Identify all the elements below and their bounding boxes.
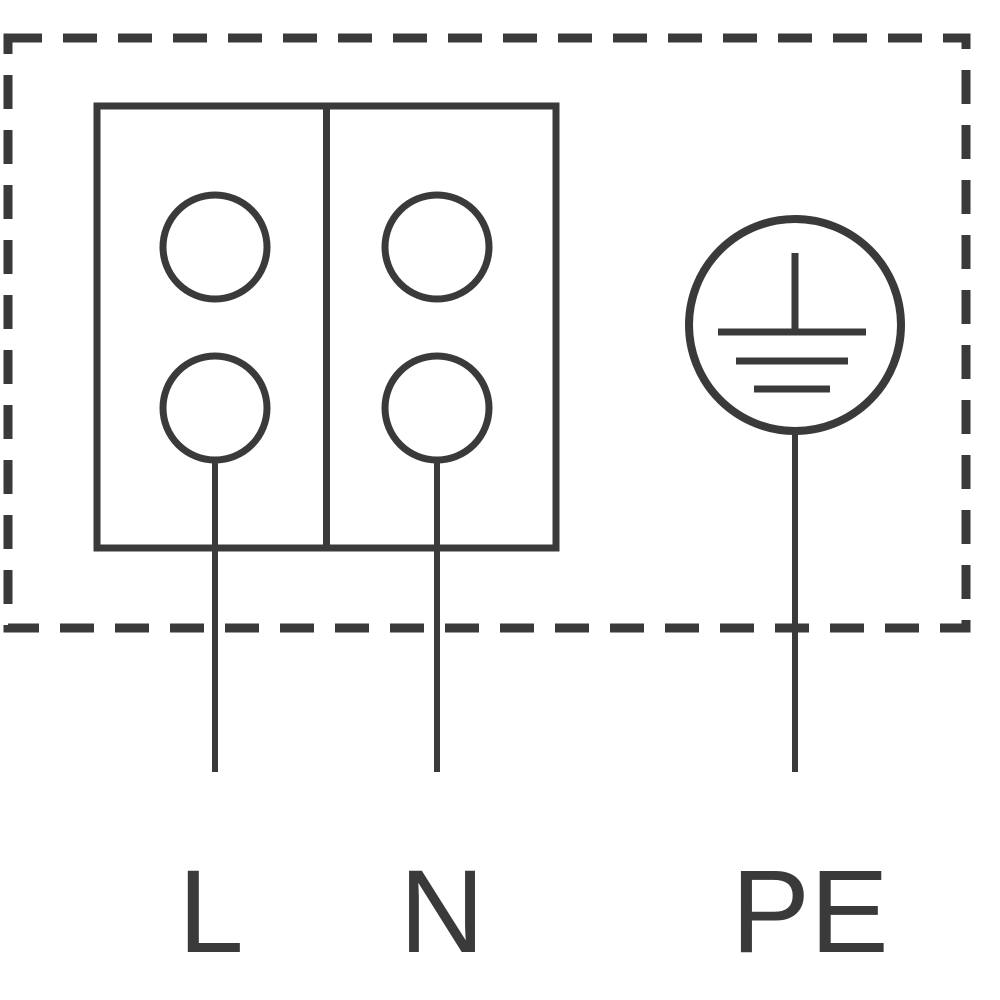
label-neutral: N bbox=[399, 846, 484, 978]
earth-symbol-circle bbox=[685, 215, 905, 435]
label-earth: PE bbox=[731, 846, 888, 978]
terminal-hole-icon-n-bottom bbox=[381, 352, 493, 464]
label-live: L bbox=[178, 846, 244, 978]
terminal-hole-icon-l-bottom bbox=[159, 352, 271, 464]
terminal-hole-icon-n-top bbox=[381, 191, 493, 303]
diagram-labels: L N PE bbox=[178, 846, 889, 978]
diagram-linework bbox=[3, 33, 971, 772]
terminal-hole-icon-l-top bbox=[159, 191, 271, 303]
protective-earth-ground-icon bbox=[685, 215, 905, 435]
